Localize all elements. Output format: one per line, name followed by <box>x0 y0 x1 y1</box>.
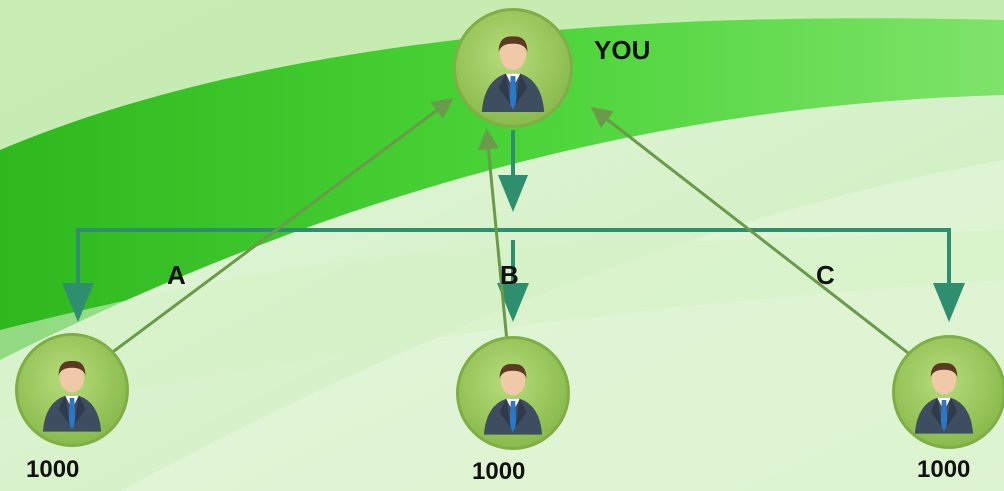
label-b: B <box>500 260 519 290</box>
return-arrows <box>109 97 913 358</box>
background-wave <box>0 18 1004 361</box>
tree-connectors <box>76 130 951 290</box>
background-soft-band <box>0 230 1004 420</box>
left-value: 1000 <box>26 456 80 483</box>
return-arrow-a <box>109 97 454 356</box>
you-node <box>453 8 573 128</box>
label-a: A <box>167 260 186 290</box>
arrow-down-right <box>933 283 965 322</box>
arrow-down-center <box>497 283 529 322</box>
right-value: 1000 <box>917 456 971 483</box>
right-node <box>892 335 1004 449</box>
arrow-down-left <box>62 283 94 322</box>
left-node <box>15 333 129 447</box>
center-node <box>456 336 570 450</box>
you-label: YOU <box>594 35 651 65</box>
arrow-down-you <box>498 175 528 212</box>
label-c: C <box>816 260 835 290</box>
return-arrow-b <box>477 128 510 353</box>
center-value: 1000 <box>472 458 526 485</box>
return-arrow-c <box>590 106 913 358</box>
